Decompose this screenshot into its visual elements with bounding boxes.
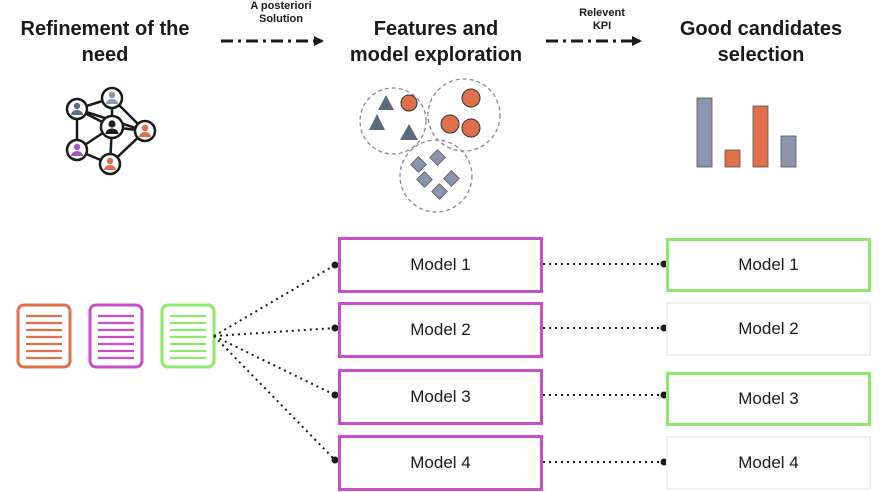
fanout-connectors [213, 264, 336, 461]
connector-dot [660, 260, 668, 268]
candidate-box-4: Model 4 [666, 436, 871, 490]
connector-label-solution: A posteriori Solution [226, 0, 336, 26]
stage-heading-line2: model exploration [349, 44, 523, 66]
clusters-icon [359, 78, 501, 213]
bar-chart-icon [696, 97, 797, 168]
connector-dot [660, 391, 668, 399]
model-label: Model 4 [410, 453, 471, 472]
stage-heading-line1: Refinement of the [20, 18, 190, 40]
connector-label-line1: Relevent [579, 7, 625, 19]
stage-heading-selection: Good candidates selection [646, 16, 876, 68]
connector-dot [660, 324, 668, 332]
connector-dot [660, 458, 668, 466]
connector-label-kpi: Relevent KPI [547, 7, 657, 33]
connector-label-line2: Solution [259, 13, 303, 25]
stage-heading-line2: selection [717, 44, 805, 66]
candidate-label: Model 3 [738, 389, 799, 408]
model-box-1: Model 1 [338, 237, 543, 293]
model-label: Model 3 [410, 387, 471, 406]
connector-dot [331, 391, 339, 399]
model-box-2: Model 2 [338, 302, 543, 358]
stage-heading-refinement: Refinement of the need [0, 16, 220, 68]
selection-connectors [543, 263, 664, 463]
candidate-box-2: Model 2 [666, 302, 871, 356]
network-people-icon [65, 86, 157, 176]
candidate-label: Model 1 [738, 255, 799, 274]
candidate-box-3: Model 3 [666, 372, 871, 426]
green-document [160, 303, 216, 369]
purple-document [88, 303, 144, 369]
connector-label-line1: A posteriori [250, 0, 312, 12]
stage-heading-line1: Good candidates [679, 18, 843, 40]
stage-heading-line1: Features and [373, 18, 499, 40]
model-label: Model 1 [410, 255, 471, 274]
candidate-label: Model 2 [738, 319, 799, 338]
model-box-3: Model 3 [338, 369, 543, 425]
candidate-box-1: Model 1 [666, 238, 871, 292]
connector-dot [331, 324, 339, 332]
connector-doc-model-2 [213, 327, 336, 337]
connector-dot [331, 456, 339, 464]
connector-dot [331, 261, 339, 269]
stage-heading-exploration: Features and model exploration [321, 16, 551, 68]
connector-label-line2: KPI [592, 20, 612, 32]
model-label: Model 2 [410, 320, 471, 339]
stage-heading-line2: need [81, 44, 129, 66]
orange-document [16, 303, 72, 369]
connector-doc-model-3 [213, 335, 336, 396]
model-box-4: Model 4 [338, 435, 543, 491]
connector-doc-model-1 [213, 264, 336, 337]
candidate-label: Model 4 [738, 453, 799, 472]
connector-doc-model-4 [213, 335, 336, 461]
